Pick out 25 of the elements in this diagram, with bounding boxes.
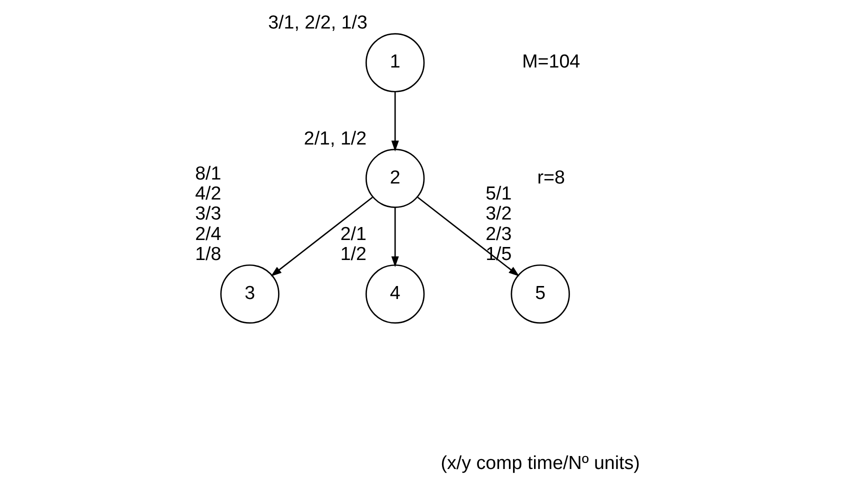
node-label: 1/5 — [486, 243, 512, 264]
node-circle: 3 — [220, 264, 280, 324]
node-label: 1/8 — [195, 243, 222, 264]
node-circle: 1 — [366, 33, 425, 92]
node-label: 8/1 — [195, 162, 222, 184]
arrow — [417, 196, 520, 276]
node-circle: 4 — [366, 264, 425, 324]
arrow — [391, 92, 399, 152]
arrow — [391, 208, 399, 268]
node-label: 1/2 — [340, 243, 366, 264]
arrow — [270, 196, 373, 276]
node-label: 3/1, 2/2, 1/3 — [268, 12, 368, 33]
node-circle: 2 — [366, 148, 425, 208]
label: r=8 — [537, 166, 565, 188]
node-label: 3/2 — [486, 202, 512, 224]
node-label: 3/3 — [195, 202, 222, 224]
node-label: 4/2 — [195, 182, 222, 204]
label: M=104 — [522, 50, 580, 72]
node-label: 2/1, 1/2 — [304, 127, 367, 148]
node-label: 2/3 — [486, 222, 512, 244]
node-label: 2/4 — [195, 222, 222, 244]
node-label: 5/1 — [486, 182, 512, 204]
node-label: 2/1 — [340, 222, 366, 244]
label: (x/y comp time/Nº units) — [440, 452, 640, 474]
node-circle: 5 — [510, 264, 570, 324]
